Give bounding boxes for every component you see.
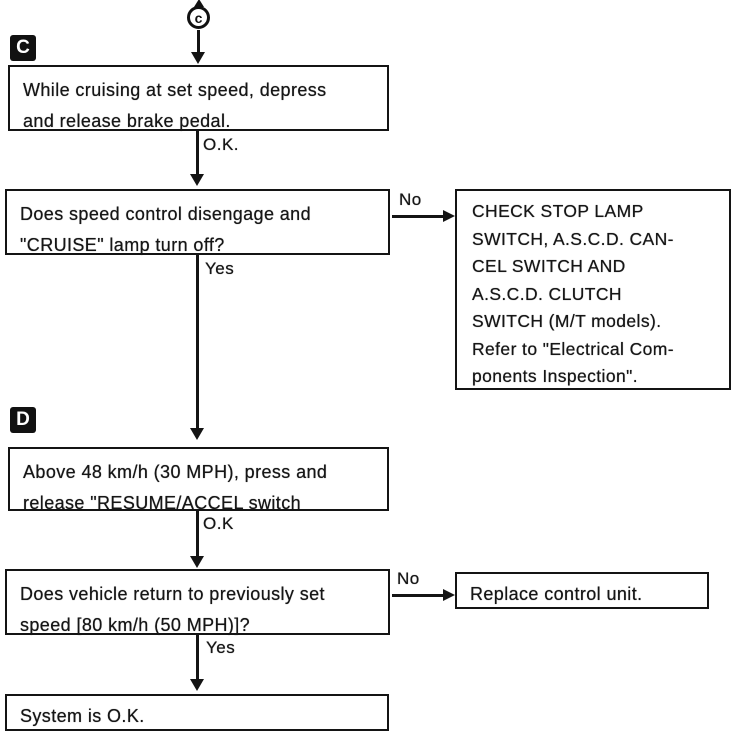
- flow-box-text: CEL SWITCH AND: [472, 256, 626, 276]
- flow-box-text: Replace control unit.: [470, 584, 643, 604]
- arrow-line: [197, 30, 200, 55]
- flow-box-text: ponents Inspection".: [472, 366, 638, 386]
- flow-box-text: "CRUISE" lamp turn off?: [20, 235, 225, 255]
- action-box-replace-unit: Replace control unit.: [455, 572, 709, 609]
- flow-box-text: Above 48 km/h (30 MPH), press and: [23, 462, 328, 482]
- flow-box-text: A.S.C.D. CLUTCH: [472, 283, 622, 304]
- edge-label-ok: O.K: [203, 514, 234, 533]
- flow-box-text: release "RESUME/ACCEL switch: [23, 493, 302, 513]
- arrow-line: [392, 594, 444, 597]
- flow-box-step-resume: Above 48 km/h (30 MPH), press and releas…: [8, 447, 389, 513]
- decision-box-return-speed: Does vehicle return to previously set sp…: [5, 569, 390, 635]
- arrow-line: [196, 255, 199, 430]
- flow-box-text: speed [80 km/h (50 MPH)]?: [20, 615, 251, 635]
- arrow-line: [196, 511, 199, 558]
- arrow-head-right-icon: [443, 589, 455, 601]
- edge-label-ok: O.K.: [203, 135, 240, 154]
- arrow-head-down-icon: [191, 52, 205, 64]
- action-box-check-switches: CHECK STOP LAMP SWITCH, A.S.C.D. CAN- CE…: [455, 189, 731, 390]
- flow-box-text: Does vehicle return to previously set: [20, 584, 325, 604]
- edge-label-yes: Yes: [205, 259, 235, 278]
- flow-box-step-brake: While cruising at set speed, depress and…: [8, 65, 389, 131]
- section-tag-label: C: [16, 37, 30, 58]
- arrow-head-down-icon: [190, 428, 204, 440]
- flow-box-text: Refer to "Electrical Com-: [472, 338, 674, 359]
- edge-label-no: No: [397, 569, 420, 588]
- arrow-head-right-icon: [443, 210, 455, 222]
- flow-box-text: Does speed control disengage and: [20, 204, 311, 224]
- flow-box-text: While cruising at set speed, depress: [23, 80, 327, 100]
- section-tag-label: D: [16, 409, 30, 430]
- edge-label-yes: Yes: [206, 638, 236, 657]
- connector-pointer-icon: [194, 0, 204, 7]
- page-connector-c-icon: c: [187, 6, 210, 29]
- arrow-line: [392, 215, 444, 218]
- flow-box-text: System is O.K.: [20, 706, 145, 726]
- flow-box-text: SWITCH, A.S.C.D. CAN-: [472, 228, 674, 249]
- section-tag-d: D: [10, 407, 36, 433]
- edge-label-no: No: [399, 190, 422, 209]
- end-box-system-ok: System is O.K.: [5, 694, 389, 731]
- arrow-line: [196, 635, 199, 681]
- arrow-head-down-icon: [190, 174, 204, 186]
- flow-box-text: CHECK STOP LAMP: [472, 201, 644, 221]
- flow-box-text: SWITCH (M/T models).: [472, 311, 662, 331]
- arrow-line: [196, 131, 199, 176]
- connector-label: c: [194, 9, 203, 26]
- arrow-head-down-icon: [190, 556, 204, 568]
- flow-box-text: and release brake pedal.: [23, 111, 231, 131]
- arrow-head-down-icon: [190, 679, 204, 691]
- decision-box-disengage: Does speed control disengage and "CRUISE…: [5, 189, 390, 255]
- section-tag-c: C: [10, 35, 36, 61]
